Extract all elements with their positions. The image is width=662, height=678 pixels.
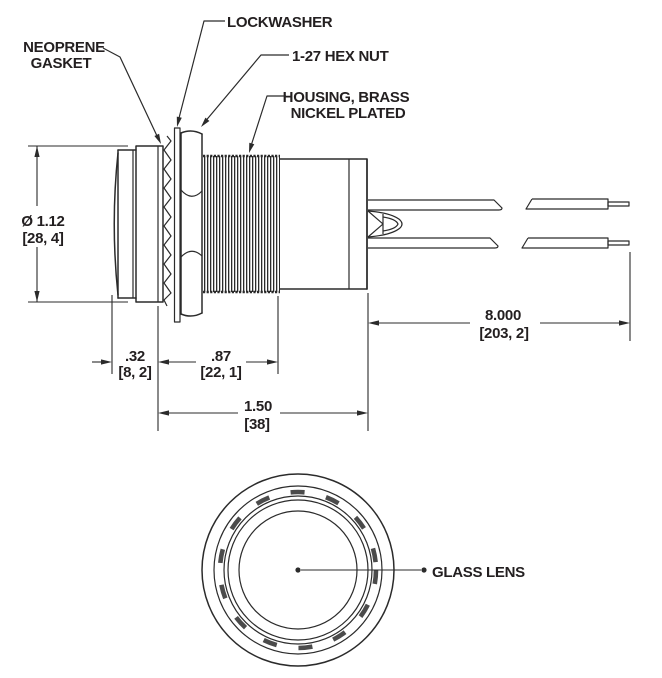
thread-shape xyxy=(203,154,280,294)
dim-lead-length-value: 8.000 xyxy=(485,307,521,324)
leader-gasket-arrow xyxy=(154,133,161,144)
leader-lockwasher xyxy=(177,20,225,121)
dim-thread-length: .87 [22, 1] xyxy=(158,348,278,381)
dim-thread-length-value: .87 xyxy=(211,348,231,365)
gasket-shape xyxy=(163,135,172,307)
leader-hex-nut xyxy=(203,54,289,124)
bezel-shape xyxy=(113,145,164,303)
extension-lines xyxy=(111,252,631,431)
label-housing-line2: NICKEL PLATED xyxy=(291,105,406,122)
front-view: GLASS LENS xyxy=(201,473,525,667)
dim-body-length-value: 1.50 xyxy=(244,398,272,415)
dim-diameter-value: Ø 1.12 xyxy=(21,213,64,230)
wire-top xyxy=(368,198,630,211)
housing-shape xyxy=(279,158,368,290)
label-housing-line1: HOUSING, BRASS xyxy=(283,89,410,106)
dim-diameter-metric: [28, 4] xyxy=(22,230,64,247)
label-lockwasher: LOCKWASHER xyxy=(227,14,333,31)
glass-lens-label-dot xyxy=(421,567,427,573)
dim-bezel-depth-value: .32 xyxy=(125,348,145,365)
strain-relief-shape xyxy=(367,210,403,238)
label-gasket-line1: NEOPRENE xyxy=(23,39,105,56)
dim-body-length-metric: [38] xyxy=(244,416,270,433)
dim-thread-length-metric: [22, 1] xyxy=(200,364,242,381)
leader-housing-arrow xyxy=(249,142,255,153)
label-gasket-line2: GASKET xyxy=(31,55,92,72)
lens-center-dot xyxy=(295,567,301,573)
leader-lockwasher-arrow xyxy=(176,116,182,127)
callouts: LOCKWASHER NEOPRENE GASKET 1-27 HEX NUT … xyxy=(23,14,410,153)
dim-lead-length-metric: [203, 2] xyxy=(479,325,529,342)
dim-diameter: Ø 1.12 [28, 4] xyxy=(21,145,128,303)
dimension-annotations: Ø 1.12 [28, 4] .32 [8, 2] .87 [22, 1] 1.… xyxy=(21,145,631,433)
hex-nut-shape xyxy=(180,130,203,317)
side-view xyxy=(113,127,630,323)
leader-gasket xyxy=(102,47,159,138)
lockwasher-shape xyxy=(173,127,181,323)
dim-lead-length: 8.000 [203, 2] xyxy=(368,307,630,342)
dim-bezel-depth-metric: [8, 2] xyxy=(118,364,152,381)
label-glass-lens: GLASS LENS xyxy=(432,564,525,581)
wire-bottom xyxy=(368,237,630,249)
leader-housing xyxy=(249,95,286,150)
dim-body-length: 1.50 [38] xyxy=(158,398,368,433)
leader-hex-nut-arrow xyxy=(201,117,210,127)
label-hex-nut: 1-27 HEX NUT xyxy=(292,48,389,65)
dim-bezel-depth: .32 [8, 2] xyxy=(92,348,152,381)
